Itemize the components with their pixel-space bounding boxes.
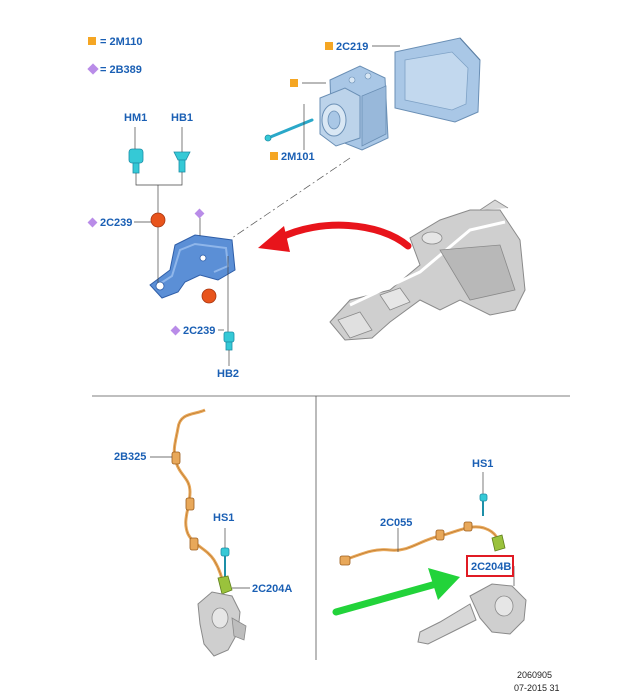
label-hs1-left: HS1	[213, 512, 234, 524]
label-2c219: 2C219	[336, 41, 368, 53]
label-2c204a: 2C204A	[252, 583, 292, 595]
red-arrow-icon	[258, 221, 412, 252]
footer-date: 07-2015 31	[514, 683, 560, 693]
spec-diamond-icon	[87, 217, 98, 228]
label-2c239-top: 2C239	[100, 217, 132, 229]
spec-square-icon	[325, 42, 333, 50]
bracket-assembly	[128, 127, 236, 366]
label-hb2: HB2	[217, 368, 239, 380]
legend-diamond-icon	[87, 63, 99, 75]
label-2c055: 2C055	[380, 517, 412, 529]
label-2c239-bottom: 2C239	[183, 325, 215, 337]
label-hm1: HM1	[124, 112, 147, 124]
vehicle-frame	[329, 199, 526, 341]
spec-square-icon	[270, 152, 278, 160]
legend-diamond-text: = 2B389	[100, 64, 142, 76]
legend: = 2M110 = 2B389	[87, 36, 143, 76]
spec-square-icon	[290, 79, 298, 87]
abs-module	[231, 37, 481, 239]
label-2c204b: 2C204B	[471, 561, 511, 573]
label-hs1-right: HS1	[472, 458, 493, 470]
green-arrow-icon	[332, 568, 460, 616]
legend-square-text: = 2M110	[100, 36, 143, 48]
label-hb1: HB1	[171, 112, 193, 124]
rear-sensor-harness	[339, 472, 527, 645]
highlight-box	[466, 555, 514, 577]
spec-diamond-icon	[194, 208, 205, 219]
spec-diamond-icon	[170, 325, 181, 336]
footer-code: 2060905	[517, 670, 552, 680]
label-2b325: 2B325	[114, 451, 146, 463]
front-sensor-harness	[150, 408, 250, 657]
legend-square-icon	[88, 37, 96, 45]
label-2m101: 2M101	[281, 151, 315, 163]
